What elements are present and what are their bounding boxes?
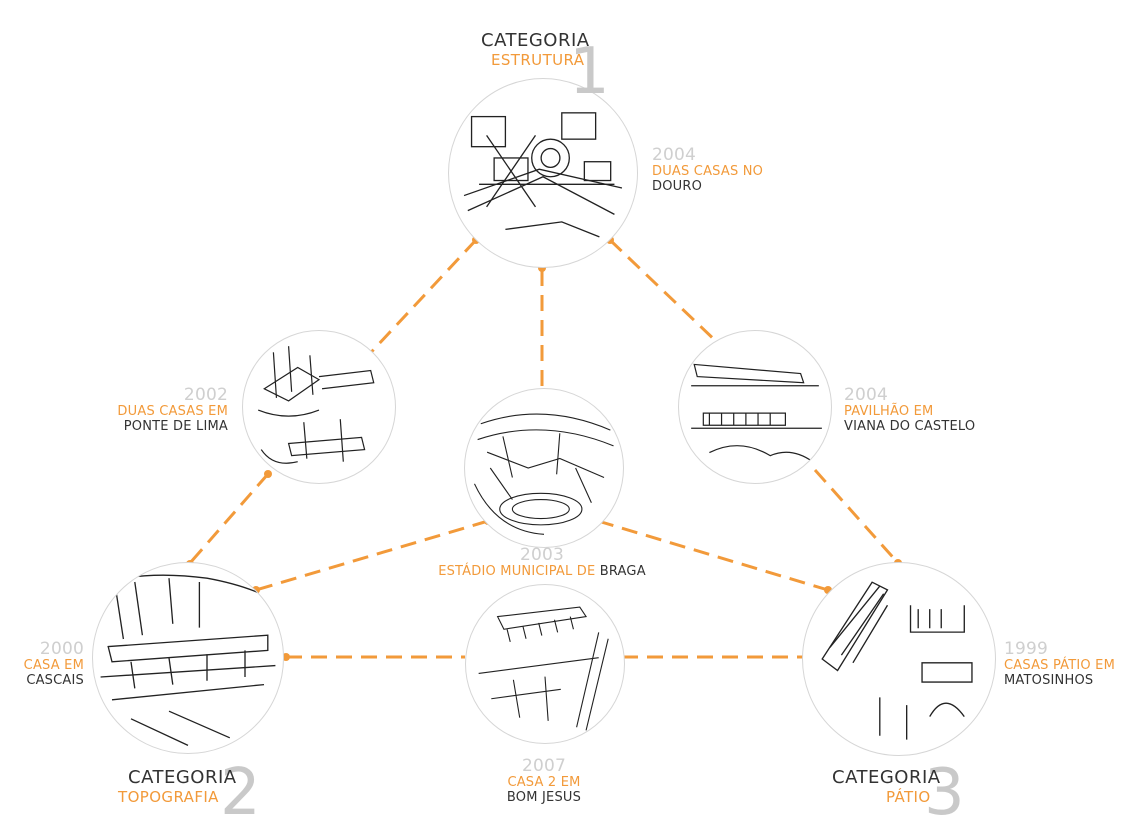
project-line2: BRAGA [600, 564, 646, 579]
sketch-matosinhos [802, 562, 996, 756]
label-douro: 2004 DUAS CASAS NO DOURO [652, 146, 763, 194]
project-line1: CASA EM [10, 658, 84, 673]
sketch-viana-do-castelo-drawing [679, 331, 831, 483]
category-title: CATEGORIA [128, 767, 278, 788]
project-line1: CASA 2 EM [470, 775, 618, 790]
project-line1: DUAS CASAS EM [106, 404, 228, 419]
label-ponte-de-lima: 2002 DUAS CASAS EM PONTE DE LIMA [106, 386, 228, 434]
label-cascais: 2000 CASA EM CASCAIS [10, 640, 84, 688]
category-1: 1 CATEGORIA ESTRUTURA [481, 30, 601, 69]
project-line2: MATOSINHOS [1004, 673, 1115, 688]
connector-1-2 [362, 240, 476, 362]
label-matosinhos: 1999 CASAS PÁTIO EM MATOSINHOS [1004, 640, 1115, 688]
category-3: 3 CATEGORIA PÁTIO [832, 767, 982, 806]
sketch-bom-jesus-drawing [466, 585, 624, 743]
category-2: 2 CATEGORIA TOPOGRAFIA [128, 767, 278, 806]
label-estadio-braga: 2003 ESTÁDIO MUNICIPAL DE BRAGA [392, 546, 692, 579]
project-year: 2004 [652, 146, 763, 164]
project-line1: PAVILHÃO EM [844, 404, 975, 419]
sketch-cascais [92, 562, 284, 754]
project-line2: BOM JESUS [470, 790, 618, 805]
project-line2: CASCAIS [10, 673, 84, 688]
sketch-estadio-braga [464, 388, 624, 548]
project-line1: ESTÁDIO MUNICIPAL DE [438, 564, 595, 579]
category-subtitle: PÁTIO [886, 788, 982, 806]
sketch-bom-jesus [465, 584, 625, 744]
sketch-viana-do-castelo [678, 330, 832, 484]
project-line1: DUAS CASAS NO [652, 164, 763, 179]
connector-1-3 [610, 240, 720, 345]
label-viana-do-castelo: 2004 PAVILHÃO EM VIANA DO CASTELO [844, 386, 975, 434]
project-year: 2004 [844, 386, 975, 404]
category-title: CATEGORIA [481, 30, 601, 51]
category-subtitle: TOPOGRAFIA [118, 788, 278, 806]
category-subtitle: ESTRUTURA [491, 51, 601, 69]
sketch-ponte-de-lima-drawing [243, 331, 395, 483]
connector-2-cascais [190, 474, 268, 563]
project-year: 1999 [1004, 640, 1115, 658]
category-title: CATEGORIA [832, 767, 982, 788]
project-line2: VIANA DO CASTELO [844, 419, 975, 434]
sketch-ponte-de-lima [242, 330, 396, 484]
project-year: 2003 [392, 546, 692, 564]
project-line1: CASAS PÁTIO EM [1004, 658, 1115, 673]
sketch-estadio-braga-drawing [465, 389, 623, 547]
sketch-matosinhos-drawing [803, 563, 995, 755]
project-year: 2007 [470, 757, 618, 775]
project-line2: PONTE DE LIMA [106, 419, 228, 434]
project-line2: DOURO [652, 179, 763, 194]
project-year: 2000 [10, 640, 84, 658]
connector-dot [264, 470, 272, 478]
label-bom-jesus: 2007 CASA 2 EM BOM JESUS [470, 757, 618, 805]
project-year: 2002 [106, 386, 228, 404]
sketch-cascais-drawing [93, 563, 283, 753]
connector-3-matosinhos [815, 470, 898, 563]
